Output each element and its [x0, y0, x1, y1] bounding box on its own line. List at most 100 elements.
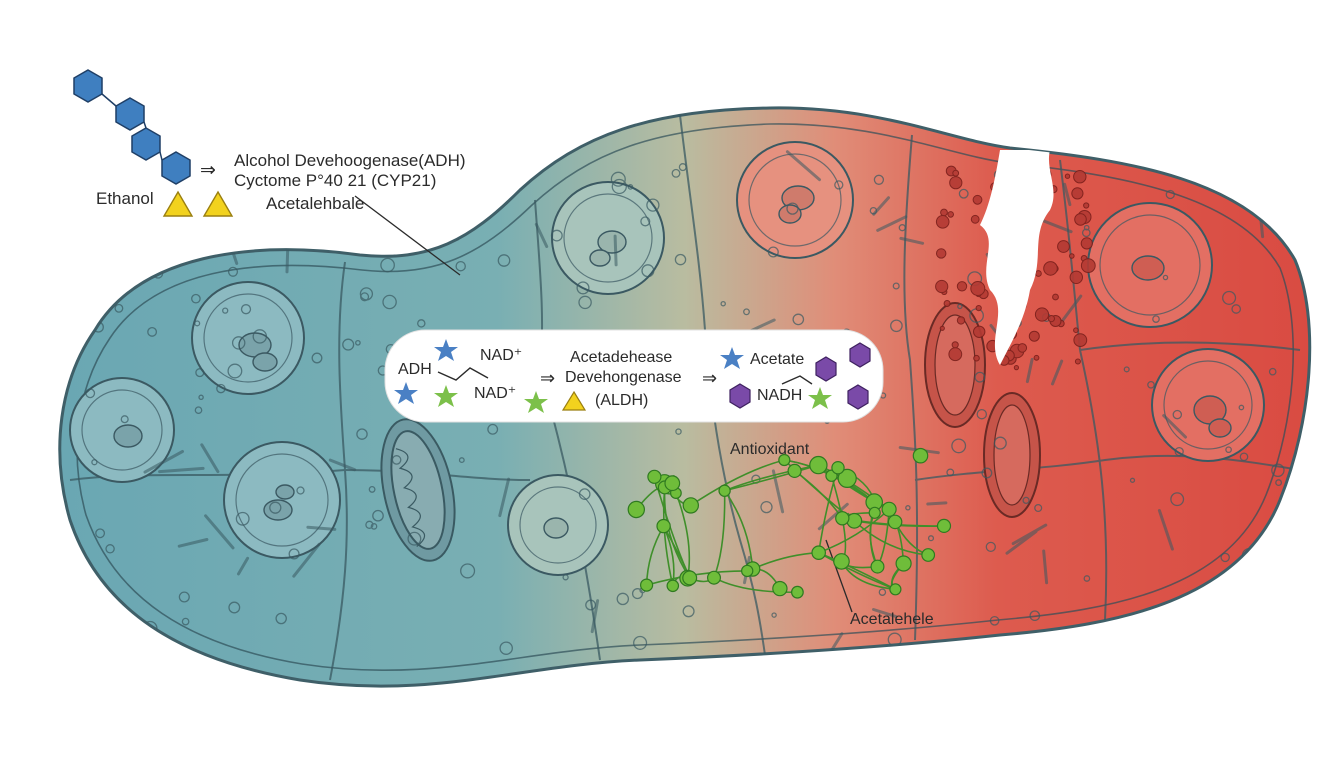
- vesicle: [114, 303, 124, 313]
- vesicle: [483, 151, 490, 158]
- er-tubule: [200, 443, 220, 474]
- er-tubule: [432, 226, 460, 241]
- vesicle: [487, 423, 499, 435]
- cell-fragment: [1073, 327, 1079, 334]
- vesicle: [1034, 503, 1043, 513]
- antioxidant-node: [936, 518, 952, 534]
- vesicle: [194, 320, 201, 327]
- vesicle: [1172, 409, 1183, 420]
- er-tubule: [498, 477, 511, 518]
- antioxidant-node: [831, 461, 845, 475]
- vesicle: [497, 254, 511, 267]
- cell-fragment: [1069, 253, 1075, 259]
- vesicle: [311, 352, 323, 364]
- label-nad-plus-bottom: NAD⁺: [474, 385, 517, 402]
- vesicle: [550, 229, 563, 242]
- vesicle: [380, 257, 395, 273]
- vesicle: [178, 591, 190, 603]
- vesicle: [1022, 496, 1030, 505]
- vesicle: [1231, 304, 1242, 314]
- mitochondria: [380, 302, 1041, 562]
- vesicle: [1162, 274, 1169, 281]
- network-link: [818, 552, 896, 591]
- vesicle: [227, 363, 243, 379]
- cell-fragment: [1017, 343, 1028, 353]
- triangle-icon: [162, 190, 194, 217]
- er-tubule: [876, 215, 908, 232]
- vesicle: [85, 388, 96, 399]
- antioxidant-node: [682, 497, 700, 514]
- vesicle: [578, 295, 592, 310]
- cell-fragment: [1064, 173, 1071, 179]
- antioxidant-node: [833, 553, 850, 570]
- antioxidant-node: [706, 570, 721, 585]
- vesicle: [1268, 367, 1277, 376]
- vesicle: [356, 428, 368, 440]
- vesicle: [222, 307, 229, 314]
- vesicle: [186, 219, 198, 230]
- er-tubule: [785, 150, 821, 182]
- cell-fragment: [939, 325, 945, 331]
- vesicle: [460, 563, 476, 579]
- antioxidant-node: [912, 447, 929, 464]
- vesicle: [228, 601, 241, 614]
- leader-lines: [354, 195, 853, 613]
- antioxidant-node: [870, 559, 885, 574]
- hexagon-icon: [73, 69, 103, 103]
- antioxidant-node: [791, 585, 804, 599]
- er-tubule: [1157, 509, 1174, 551]
- cell-fragment: [1035, 270, 1042, 277]
- label-aldh-line2: Devehongenase: [565, 369, 682, 386]
- er-tubule: [926, 501, 948, 506]
- vesicle: [1225, 446, 1232, 454]
- cell-fragment: [1074, 213, 1087, 226]
- cell-fragment: [1083, 202, 1090, 209]
- vesicle: [675, 428, 682, 435]
- label-ethanol: Ethanol: [96, 189, 154, 208]
- vesicle: [499, 641, 513, 655]
- label-nad-plus-top: NAD⁺: [480, 347, 523, 364]
- vesicle: [1248, 600, 1256, 609]
- er-tubule: [143, 450, 184, 474]
- vesicle: [407, 531, 422, 546]
- label-enzyme-cyp: Cyctome P°40 21 (CYP21): [234, 171, 437, 190]
- er-tubule: [1162, 414, 1187, 439]
- vesicle: [258, 212, 267, 221]
- label-nadh: NADH: [757, 387, 803, 404]
- cell-fragment: [949, 176, 963, 190]
- cell-fragment: [1043, 261, 1058, 276]
- cell-fragment: [1028, 330, 1040, 342]
- network-link: [646, 570, 748, 586]
- cell-fragment: [948, 347, 963, 362]
- antioxidant-node: [887, 514, 903, 530]
- antioxidant-node: [778, 453, 791, 467]
- vesicle: [976, 408, 988, 420]
- antioxidant-node: [846, 512, 863, 529]
- vesicle: [1029, 610, 1041, 622]
- antioxidant-node: [664, 475, 681, 492]
- vesicle: [951, 438, 967, 454]
- antioxidant-node: [682, 570, 698, 586]
- hexagon-icon: [849, 342, 871, 368]
- vesicle: [1170, 492, 1185, 507]
- cell-fragment: [1057, 240, 1070, 253]
- cell-fragment: [1052, 293, 1059, 301]
- cell-fragment: [951, 341, 959, 349]
- vesicle: [720, 300, 726, 307]
- vesicle: [147, 326, 158, 337]
- vesicle: [1245, 615, 1259, 629]
- vesicle: [227, 266, 239, 277]
- vesicle: [958, 188, 969, 199]
- vesicle: [120, 415, 129, 424]
- er-tubule: [1011, 523, 1048, 546]
- er-tubule: [204, 514, 235, 550]
- vesicle: [365, 520, 374, 529]
- vesicle: [641, 264, 655, 278]
- vesicle: [458, 457, 465, 464]
- er-tubule: [1060, 294, 1083, 324]
- vesicle: [296, 486, 305, 495]
- cell-fragment: [973, 325, 986, 338]
- antioxidant-node: [787, 463, 802, 478]
- arrow-icon: ⇒: [702, 368, 718, 388]
